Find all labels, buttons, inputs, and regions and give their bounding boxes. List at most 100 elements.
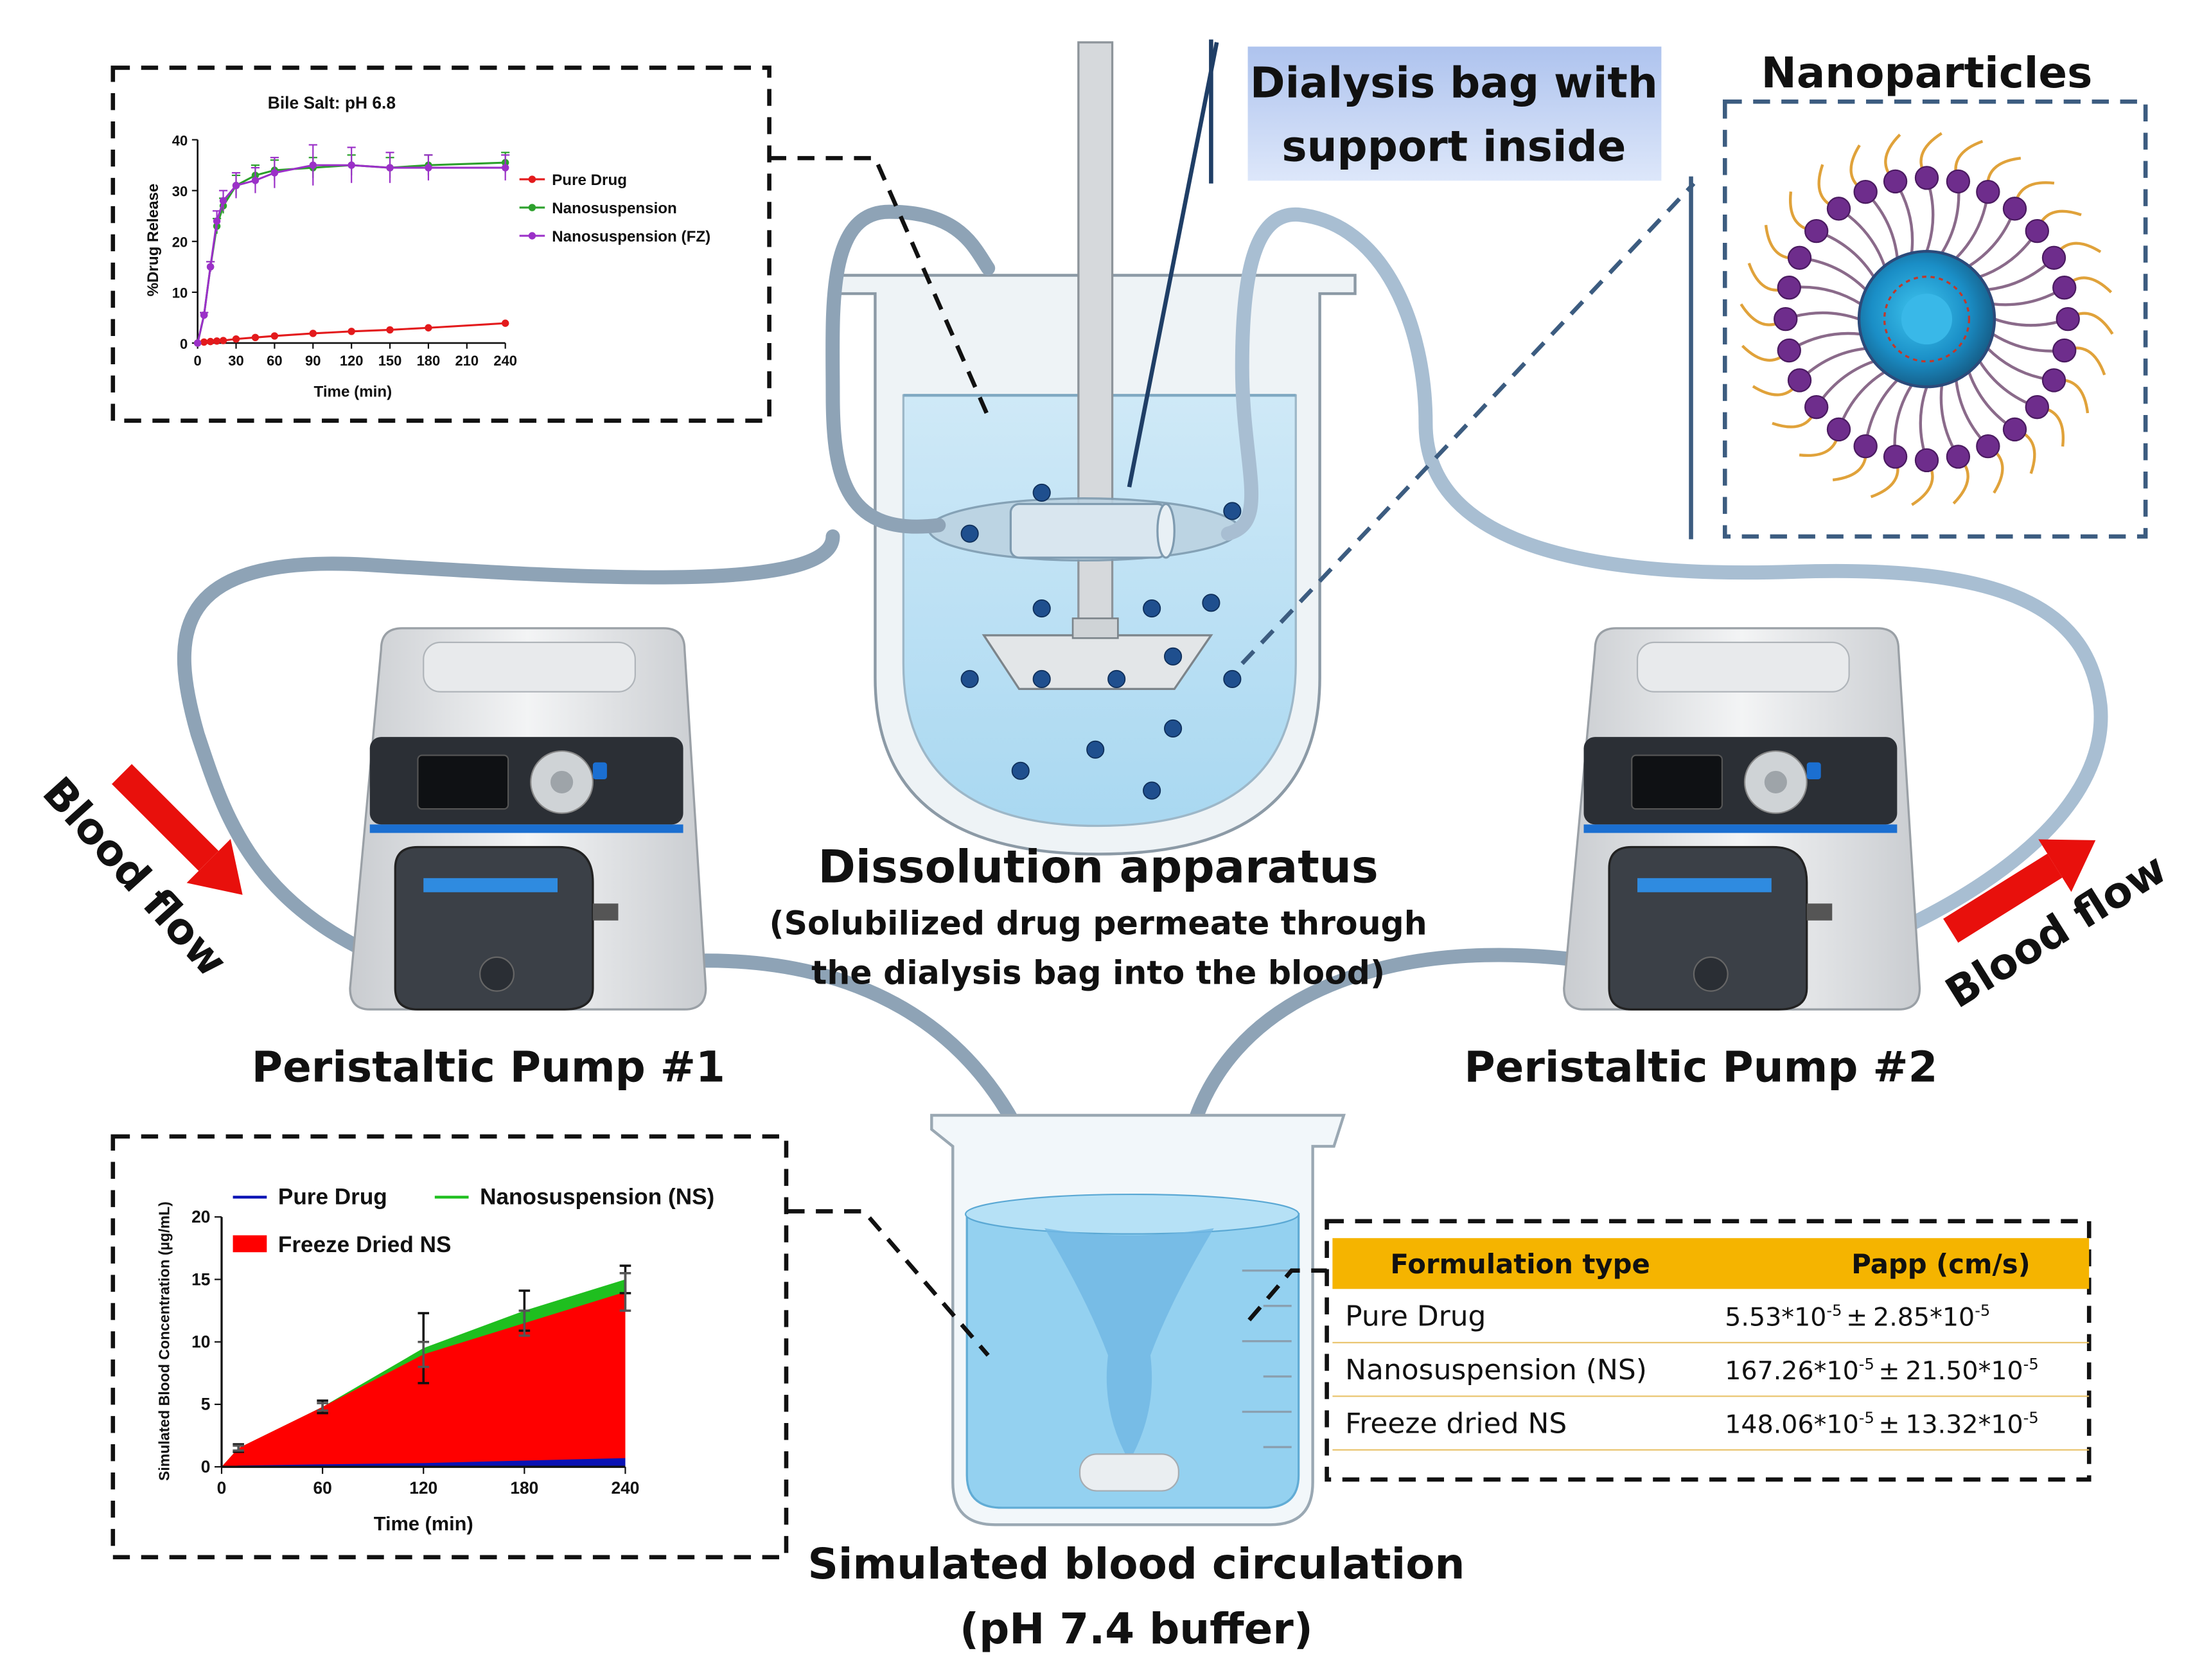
dialysis-label-box <box>1247 46 1662 181</box>
peristaltic-pump-1 <box>349 627 707 1011</box>
release-point <box>213 217 221 225</box>
pump1-label: Peristaltic Pump #1 <box>252 1042 725 1092</box>
release-point <box>200 311 208 319</box>
nano-head <box>2041 368 2066 393</box>
blood-y-tick-label: 0 <box>201 1457 211 1476</box>
release-y-tick-label: 10 <box>172 285 188 301</box>
papp-mean: 5.53*10 <box>1725 1302 1826 1332</box>
papp-plus-minus: ± <box>1846 1302 1867 1332</box>
release-point <box>309 161 317 169</box>
nano-head <box>1777 276 1801 300</box>
papp-row-value: 167.26*10-5±21.50*10-5 <box>1725 1356 2039 1386</box>
blood-chart-ylabel: Simulated Blood Concentration (µg/mL) <box>156 1201 173 1481</box>
nano-head <box>1853 434 1878 459</box>
release-point <box>309 330 317 337</box>
papp-header-formulation: Formulation type <box>1390 1248 1650 1280</box>
release-x-tick-label: 150 <box>378 353 402 369</box>
pump2-label: Peristaltic Pump #2 <box>1464 1042 1937 1092</box>
blood-legend-label: Nanosuspension (NS) <box>480 1184 714 1209</box>
blood-legend-label: Freeze Dried NS <box>278 1232 452 1257</box>
papp-mean: 167.26*10 <box>1725 1356 1858 1386</box>
release-chart-ylabel: %Drug Release <box>145 184 162 297</box>
papp-row-value: 148.06*10-5±13.32*10-5 <box>1725 1409 2039 1439</box>
papp-sd: 2.85*10 <box>1873 1302 1975 1332</box>
blood-beaker <box>930 1113 1346 1526</box>
release-point <box>270 169 279 177</box>
blood-flow-right: Blood flow <box>1937 839 2175 1018</box>
release-point <box>206 337 215 346</box>
nano-head <box>2041 245 2066 270</box>
dialysis-pointer <box>1127 42 1219 488</box>
papp-mean: 148.06*10 <box>1725 1410 1858 1439</box>
release-legend-marker <box>528 175 536 183</box>
dissolution-title: Dissolution apparatus <box>818 840 1378 893</box>
release-point <box>200 338 208 346</box>
nano-head <box>2056 306 2080 332</box>
release-point <box>386 326 394 334</box>
release-point <box>219 197 227 205</box>
papp-row-value: 5.53*10-5±2.85*10-5 <box>1725 1302 1990 1332</box>
papp-mean-exponent: -5 <box>1826 1302 1842 1320</box>
release-legend-label: Nanosuspension (FZ) <box>552 228 710 245</box>
nano-head <box>1883 169 1908 194</box>
blood-series-area <box>221 1458 626 1467</box>
release-point <box>270 332 279 340</box>
blood-x-tick-label: 180 <box>510 1478 538 1498</box>
nano-inner <box>1901 294 1953 345</box>
release-y-tick-label: 20 <box>172 234 188 251</box>
blood-y-tick-label: 20 <box>191 1207 210 1226</box>
release-chart: Bile Salt: pH 6.8 Time (min) %Drug Relea… <box>145 93 710 400</box>
dialysis-label-line2: support inside <box>1282 122 1626 172</box>
nano-head <box>2002 417 2027 442</box>
nano-head <box>1787 368 1812 393</box>
blood-y-tick-label: 10 <box>191 1332 210 1351</box>
nano-head <box>1946 169 1971 194</box>
nano-head <box>1946 445 1971 469</box>
nano-head <box>2052 276 2077 300</box>
papp-row-name: Nanosuspension (NS) <box>1345 1354 1647 1386</box>
papp-sd-exponent: -5 <box>1975 1302 1990 1320</box>
release-chart-xlabel: Time (min) <box>314 383 392 400</box>
release-y-tick-label: 30 <box>172 183 188 199</box>
nanoparticles-title: Nanoparticles <box>1761 48 2093 98</box>
release-point <box>206 263 215 271</box>
release-legend-label: Nanosuspension <box>552 200 677 217</box>
papp-mean-exponent: -5 <box>1859 1409 1874 1427</box>
release-point <box>251 333 260 341</box>
release-point <box>501 319 509 327</box>
nano-head <box>1826 417 1851 442</box>
blood-y-tick-label: 15 <box>191 1269 210 1289</box>
release-x-tick-label: 120 <box>340 353 364 369</box>
nano-head <box>2052 338 2077 363</box>
release-chart-frame <box>110 66 771 423</box>
blood-x-tick-label: 60 <box>313 1478 331 1498</box>
nano-head <box>1976 179 2000 204</box>
papp-header-papp: Papp (cm/s) <box>1851 1248 2030 1280</box>
papp-plus-minus: ± <box>1878 1410 1899 1439</box>
blood-flow-left: Blood flow <box>33 762 243 986</box>
papp-sd: 21.50*10 <box>1905 1356 2023 1386</box>
release-x-tick-label: 30 <box>228 353 243 369</box>
nano-head <box>1883 445 1908 469</box>
release-legend-marker <box>528 232 536 240</box>
release-point <box>386 164 394 172</box>
release-chart-title: Bile Salt: pH 6.8 <box>268 93 396 112</box>
release-point <box>425 164 432 172</box>
papp-table-header <box>1332 1238 2090 1289</box>
dissolution-subtitle-1: (Solubilized drug permeate through <box>770 905 1427 942</box>
release-y-tick-label: 0 <box>180 336 188 352</box>
papp-row-name: Freeze dried NS <box>1345 1407 1567 1440</box>
papp-sd-exponent: -5 <box>2023 1409 2039 1427</box>
blood-chart: Time (min) Simulated Blood Concentration… <box>156 1184 715 1535</box>
release-point <box>213 337 221 345</box>
nano-head <box>1804 394 1829 420</box>
release-x-tick-label: 210 <box>455 353 479 369</box>
callout-connectors <box>769 155 1327 1357</box>
release-x-tick-label: 240 <box>493 353 517 369</box>
release-point <box>193 339 202 347</box>
release-legend-label: Pure Drug <box>552 172 627 189</box>
nano-head <box>1914 166 1939 190</box>
